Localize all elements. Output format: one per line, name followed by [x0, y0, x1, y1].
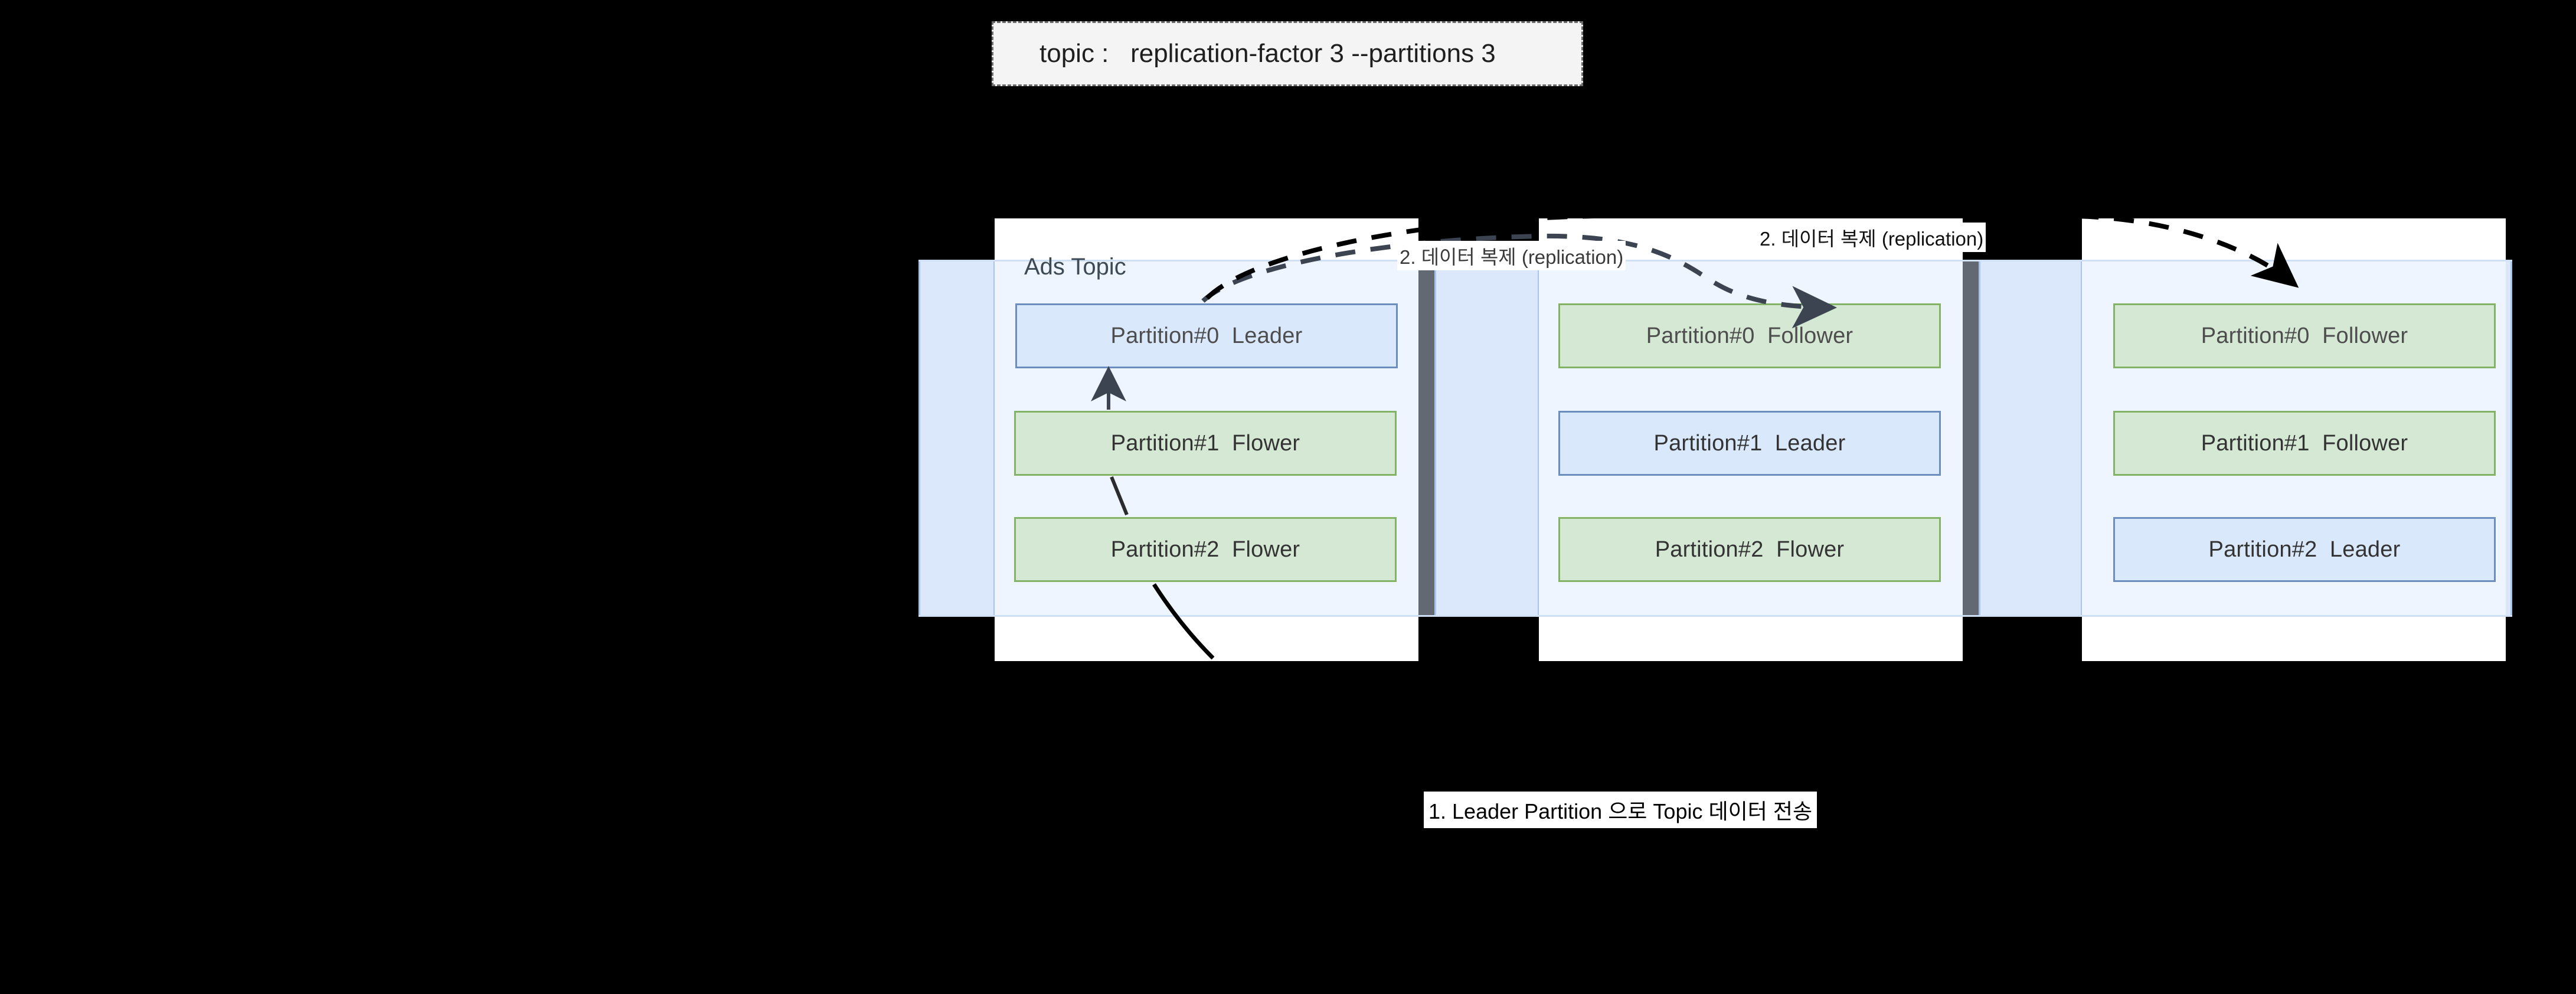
replication-label-2: 2. 데이터 복제 (replication) [1757, 223, 1986, 252]
partition-box[interactable]: Partition#2 Flower [1014, 517, 1397, 582]
topic-definition-box: topic : replication-factor 3 --partition… [992, 21, 1583, 86]
cluster-band-mid-1 [1434, 260, 1539, 617]
partition-label: Partition#0 Follower [1646, 323, 1853, 348]
partition-label: Partition#1 Follower [2201, 430, 2408, 456]
partition-box[interactable]: Partition#1 Follower [2113, 411, 2496, 476]
partition-box[interactable]: Partition#2 Flower [1558, 517, 1941, 582]
partition-label: Partition#1 Flower [1110, 430, 1300, 456]
ads-topic-label: Ads Topic [1024, 254, 1126, 280]
partition-box[interactable]: Partition#0 Follower [1558, 303, 1941, 368]
replication-label-1: 2. 데이터 복제 (replication) [1397, 241, 1626, 270]
ads-topic-region-top-rule [918, 260, 2512, 261]
partition-label: Partition#2 Leader [2208, 537, 2401, 562]
partition-label: Partition#0 Follower [2201, 323, 2408, 348]
ads-topic-region-bottom-rule [918, 615, 2512, 617]
partition-box[interactable]: Partition#0 Follower [2113, 303, 2496, 368]
producer-flow-label: 1. Leader Partition 으로 Topic 데이터 전송 [1424, 792, 1817, 828]
partition-box[interactable]: Partition#1 Flower [1014, 411, 1397, 476]
partition-box[interactable]: Partition#0 Leader [1015, 303, 1398, 368]
partition-box[interactable]: Partition#2 Leader [2113, 517, 2496, 582]
partition-box[interactable]: Partition#1 Leader [1558, 411, 1941, 476]
partition-label: Partition#1 Leader [1653, 430, 1846, 456]
cluster-band-left [918, 260, 995, 617]
cluster-band-mid-2 [1979, 260, 2083, 617]
partition-label: Partition#0 Leader [1110, 323, 1303, 348]
partition-label: Partition#2 Flower [1110, 537, 1300, 562]
partition-label: Partition#2 Flower [1655, 537, 1845, 562]
topic-definition-text: topic : replication-factor 3 --partition… [1039, 39, 1496, 68]
